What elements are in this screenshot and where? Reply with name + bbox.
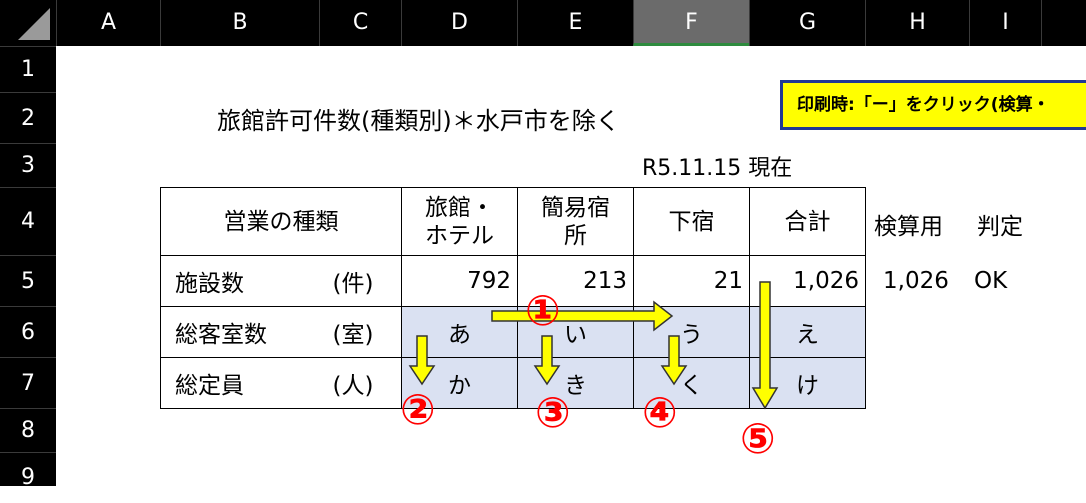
cell-facilities-kan[interactable]: 213 bbox=[517, 255, 634, 307]
header-total[interactable]: 合計 bbox=[749, 187, 866, 256]
row-facilities-label-text: 施設数 bbox=[175, 271, 244, 297]
row-rooms-label[interactable]: 総客室数 (室) bbox=[160, 306, 402, 358]
row-rooms-unit: (室) bbox=[332, 322, 374, 348]
select-all-triangle-icon bbox=[18, 8, 50, 40]
step-marker-1: ① bbox=[525, 286, 561, 335]
row-header-4[interactable]: 4 bbox=[0, 187, 56, 255]
row-header-3[interactable]: 3 bbox=[0, 143, 56, 187]
judge-header[interactable]: 判定 bbox=[977, 214, 1023, 240]
header-ryokan-hotel[interactable]: 旅館・ ホテル bbox=[401, 187, 518, 256]
row-header-bar: 1 2 3 4 5 6 7 8 9 bbox=[0, 46, 56, 490]
arrow-down-e bbox=[533, 335, 561, 386]
header-ryokan-line1: 旅館・ bbox=[425, 194, 494, 221]
row-header-1[interactable]: 1 bbox=[0, 46, 56, 92]
print-note-box[interactable]: 印刷時:「ー」をクリック(検算・ bbox=[780, 80, 1086, 130]
row-facilities-label[interactable]: 施設数 (件) bbox=[160, 255, 402, 307]
check-header[interactable]: 検算用 bbox=[874, 214, 943, 240]
row-header-5[interactable]: 5 bbox=[0, 255, 56, 306]
column-header-d[interactable]: D bbox=[401, 0, 517, 46]
row-header-8[interactable]: 8 bbox=[0, 408, 56, 452]
column-header-next[interactable] bbox=[1041, 0, 1086, 46]
arrow-down-d bbox=[408, 335, 436, 386]
as-of-date[interactable]: R5.11.15 現在 bbox=[642, 156, 793, 181]
column-header-h[interactable]: H bbox=[865, 0, 969, 46]
row-header-7[interactable]: 7 bbox=[0, 357, 56, 408]
cell-capacity-kan[interactable]: き bbox=[517, 357, 634, 409]
column-header-i[interactable]: I bbox=[969, 0, 1041, 46]
step-marker-4: ④ bbox=[642, 388, 678, 437]
cell-capacity-geshuku[interactable]: く bbox=[633, 357, 750, 409]
column-header-c[interactable]: C bbox=[319, 0, 401, 46]
arrow-down-g bbox=[751, 281, 779, 410]
row-header-9[interactable]: 9 bbox=[0, 452, 56, 490]
header-business-type[interactable]: 営業の種類 bbox=[160, 187, 402, 256]
step-marker-5: ⑤ bbox=[740, 414, 776, 463]
row-header-6[interactable]: 6 bbox=[0, 306, 56, 357]
column-header-a[interactable]: A bbox=[56, 0, 160, 46]
accommodation-table: 営業の種類 旅館・ ホテル 簡易宿 所 下宿 合計 施設数 (件) 792 21… bbox=[160, 187, 866, 409]
step-marker-3: ③ bbox=[535, 388, 571, 437]
cell-facilities-geshuku[interactable]: 21 bbox=[633, 255, 750, 307]
column-header-e[interactable]: E bbox=[517, 0, 633, 46]
step-marker-2: ② bbox=[400, 385, 436, 434]
column-header-f[interactable]: F bbox=[633, 0, 749, 46]
row-capacity-label-text: 総定員 bbox=[175, 373, 244, 399]
check-value[interactable]: 1,026 bbox=[883, 268, 949, 294]
annotation-arrows bbox=[408, 281, 779, 410]
column-header-g[interactable]: G bbox=[749, 0, 865, 46]
row-header-2[interactable]: 2 bbox=[0, 92, 56, 143]
header-ryokan-line2: ホテル bbox=[425, 222, 494, 249]
row-rooms-label-text: 総客室数 bbox=[175, 322, 267, 348]
cell-rooms-geshuku[interactable]: う bbox=[633, 306, 750, 358]
judge-result[interactable]: OK bbox=[974, 268, 1008, 294]
header-kan-line2: 所 bbox=[564, 222, 587, 249]
header-kan-line1: 簡易宿 bbox=[541, 194, 610, 221]
header-geshuku[interactable]: 下宿 bbox=[633, 187, 750, 256]
header-kan-i-shukusho[interactable]: 簡易宿 所 bbox=[517, 187, 634, 256]
print-note-text: 印刷時:「ー」をクリック(検算・ bbox=[797, 95, 1050, 115]
arrow-down-f bbox=[660, 335, 688, 386]
column-header-bar: A B C D E F G H I bbox=[0, 0, 1086, 46]
sheet-title[interactable]: 旅館許可件数(種類別)＊水戸市を除く bbox=[217, 107, 620, 135]
row-capacity-label[interactable]: 総定員 (人) bbox=[160, 357, 402, 409]
column-header-b[interactable]: B bbox=[160, 0, 319, 46]
arrow-right bbox=[491, 300, 674, 332]
row-facilities-unit: (件) bbox=[332, 271, 374, 297]
select-all-corner[interactable] bbox=[0, 0, 56, 46]
row-capacity-unit: (人) bbox=[332, 373, 374, 399]
